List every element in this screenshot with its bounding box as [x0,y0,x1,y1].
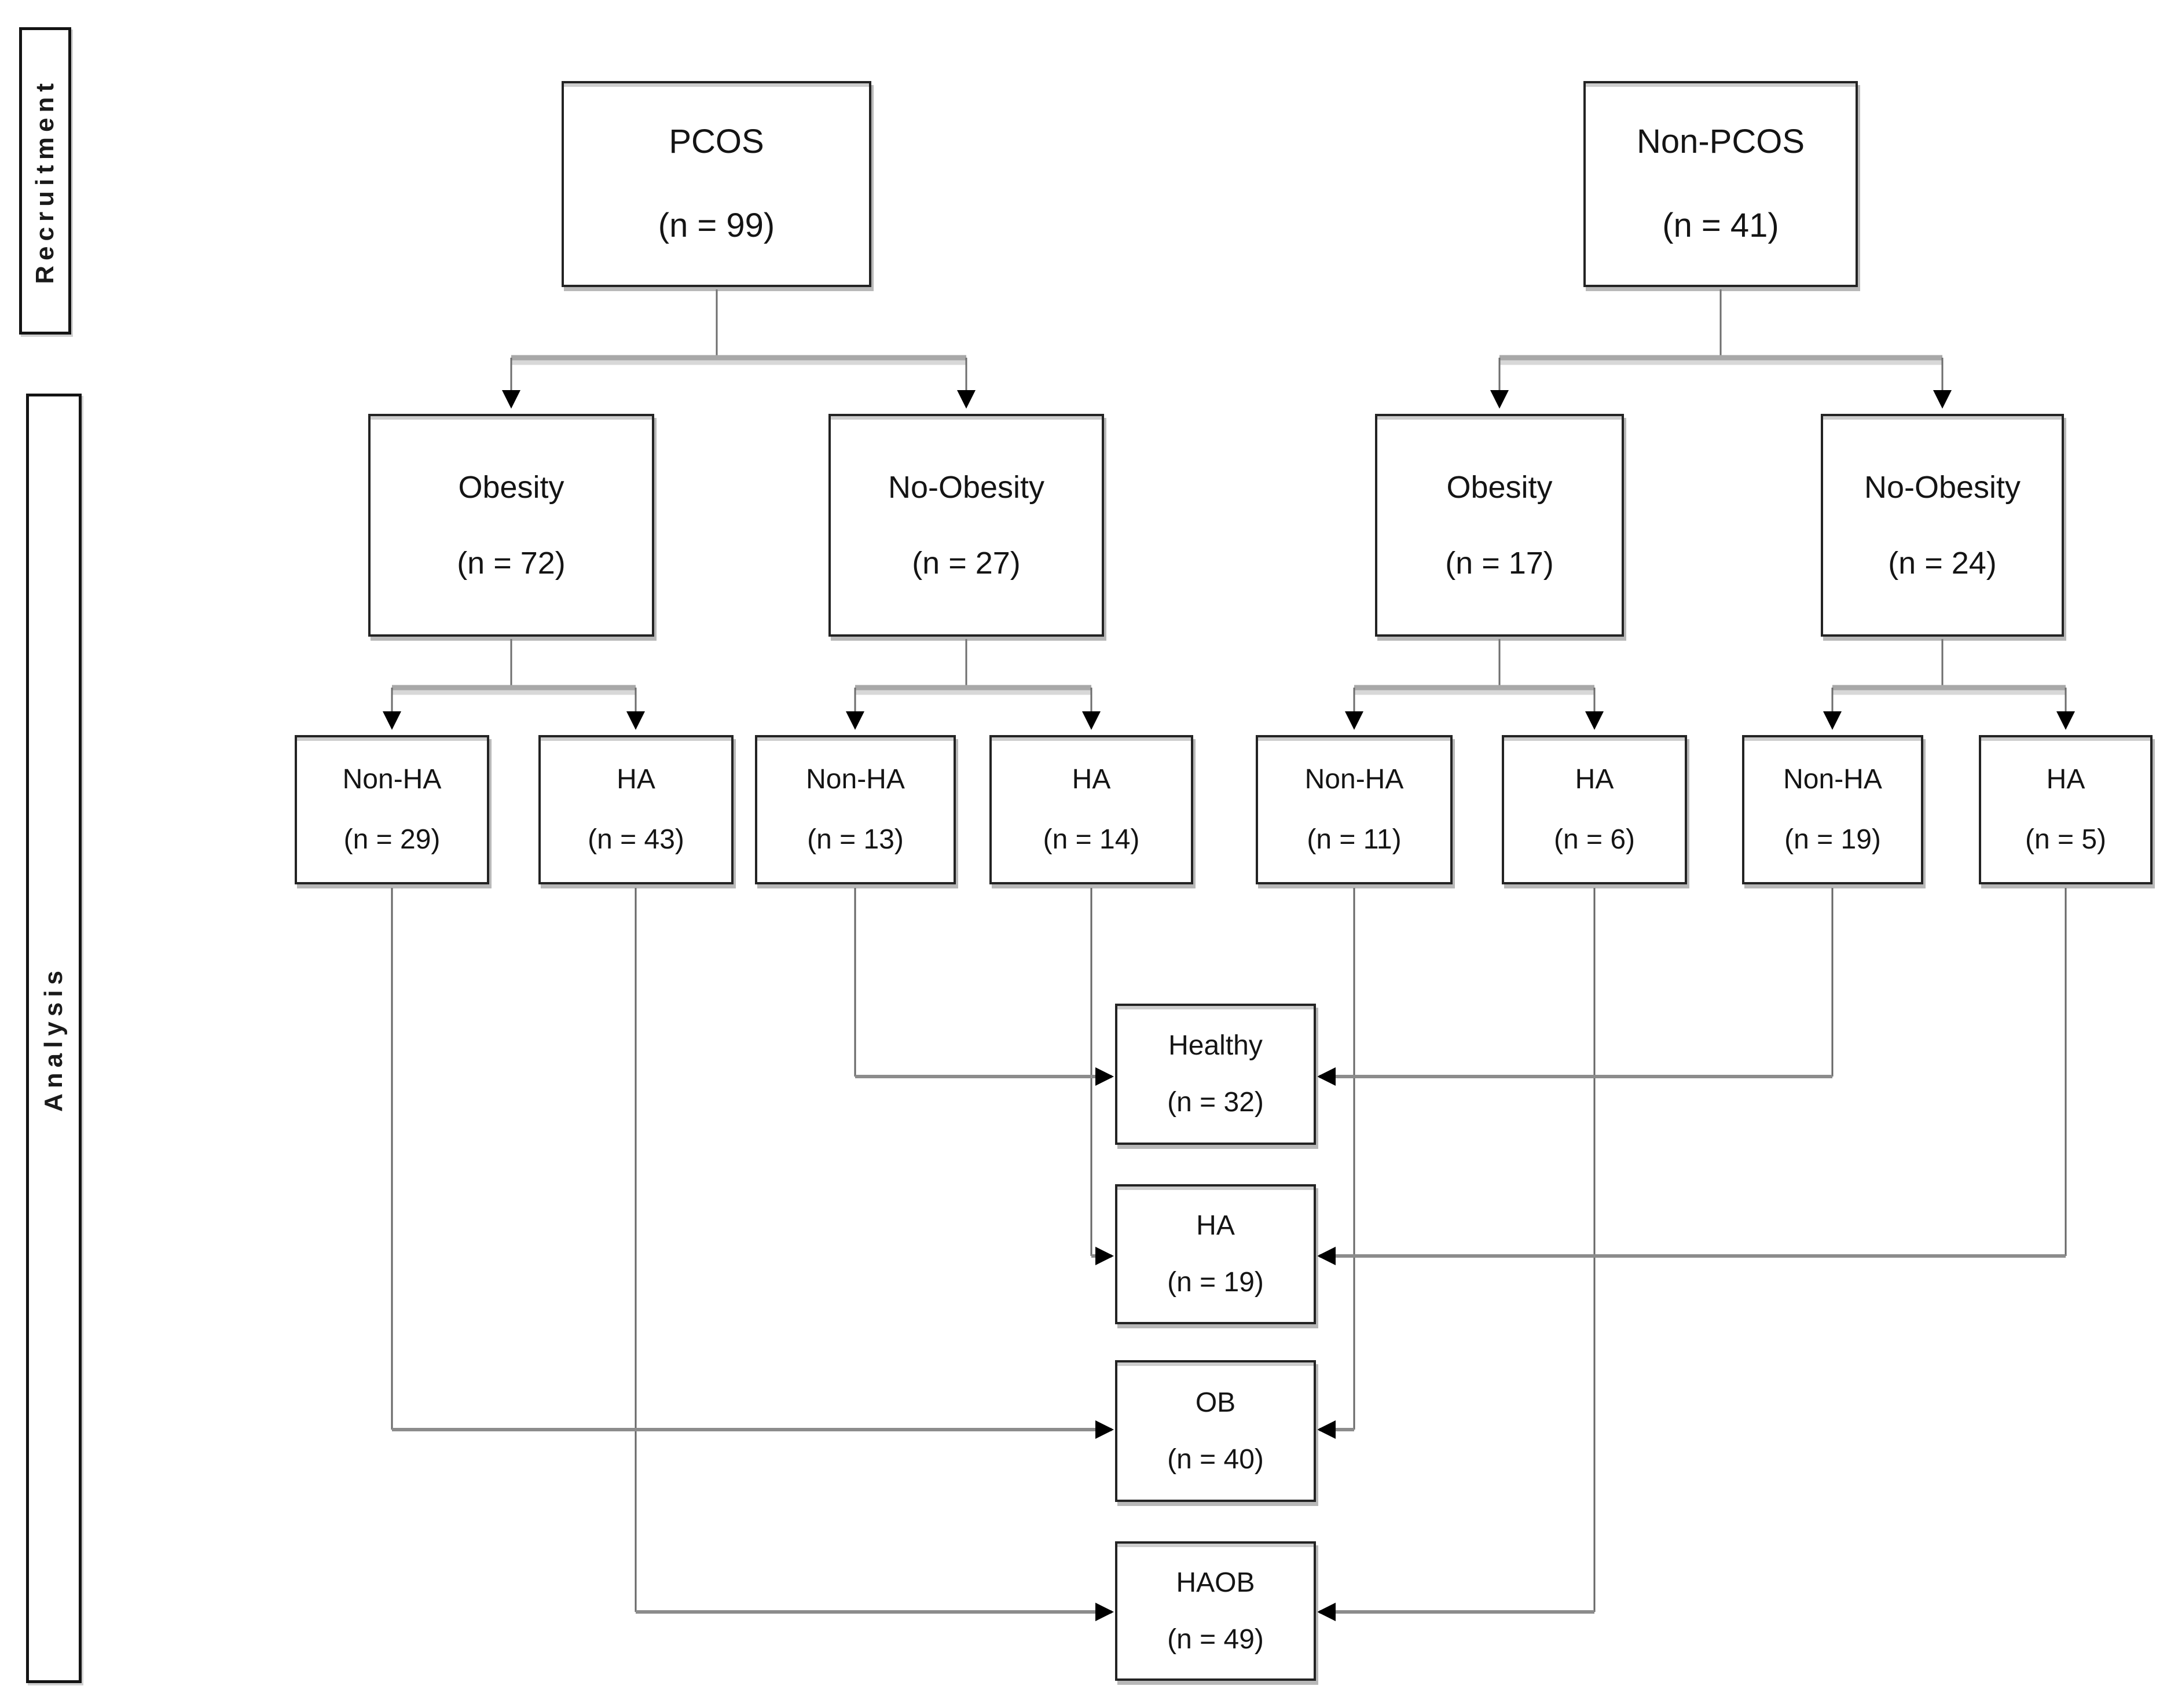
node-count: (n = 27) [912,545,1021,581]
node-label: Obesity [458,470,564,505]
node-count: (n = 6) [1553,824,1636,855]
node-count: (n = 32) [1167,1087,1264,1118]
node-label: Non-HA [1304,764,1404,795]
node-count: (n = 5) [2025,824,2107,855]
node-label: Non-PCOS [1636,123,1805,161]
node-label: OB [1195,1387,1236,1418]
node-count: (n = 13) [807,824,904,855]
node-count: (n = 72) [457,545,566,581]
node-label: No-Obesity [888,470,1045,505]
node-nonpcos-obesity-ha: HA (n = 6) [1502,735,1687,884]
node-nonpcos-noobesity-ha: HA (n = 5) [1979,735,2153,884]
node-label: Healthy [1168,1030,1263,1061]
node-pcos: PCOS (n = 99) [562,81,871,287]
node-pcos-noobesity-ha: HA (n = 14) [989,735,1193,884]
node-nonpcos-noobesity-nonha: Non-HA (n = 19) [1742,735,1923,884]
node-nonpcos-obesity-nonha: Non-HA (n = 11) [1256,735,1453,884]
phase-label-recruitment: Recruitment [31,78,59,284]
node-count: (n = 99) [658,207,775,244]
node-group-ob: OB (n = 40) [1115,1360,1316,1502]
node-non-pcos: Non-PCOS (n = 41) [1583,81,1858,287]
node-label: No-Obesity [1864,470,2021,505]
node-count: (n = 29) [343,824,441,855]
node-group-healthy: Healthy (n = 32) [1115,1004,1316,1145]
node-count: (n = 24) [1888,545,1997,581]
node-count: (n = 11) [1307,824,1402,855]
node-label: HA [1072,764,1111,795]
phase-label-analysis: Analysis [39,965,68,1112]
node-label: HA [617,764,655,795]
node-count: (n = 41) [1662,207,1779,244]
node-label: Non-HA [1783,764,1882,795]
node-label: PCOS [669,123,764,161]
node-count: (n = 40) [1167,1443,1264,1475]
node-count: (n = 19) [1167,1267,1264,1298]
node-count: (n = 19) [1784,824,1881,855]
phase-box-analysis: Analysis [26,394,82,1683]
node-pcos-obesity-nonha: Non-HA (n = 29) [295,735,489,884]
node-count: (n = 14) [1043,824,1140,855]
node-nonpcos-no-obesity: No-Obesity (n = 24) [1821,414,2064,637]
node-nonpcos-obesity: Obesity (n = 17) [1375,414,1624,637]
node-count: (n = 17) [1445,545,1554,581]
node-count: (n = 43) [588,824,684,855]
node-label: Non-HA [342,764,442,795]
node-count: (n = 49) [1167,1623,1264,1655]
node-label: HA [2046,764,2085,795]
node-pcos-noobesity-nonha: Non-HA (n = 13) [755,735,956,884]
node-label: Non-HA [806,764,905,795]
node-label: HA [1575,764,1614,795]
node-pcos-obesity: Obesity (n = 72) [368,414,654,637]
node-pcos-obesity-ha: HA (n = 43) [538,735,734,884]
node-label: HA [1196,1210,1235,1241]
node-group-haob: HAOB (n = 49) [1115,1541,1316,1681]
node-pcos-no-obesity: No-Obesity (n = 27) [828,414,1104,637]
node-group-ha: HA (n = 19) [1115,1184,1316,1324]
node-label: HAOB [1176,1567,1255,1598]
node-label: Obesity [1446,470,1553,505]
phase-box-recruitment: Recruitment [19,27,71,335]
